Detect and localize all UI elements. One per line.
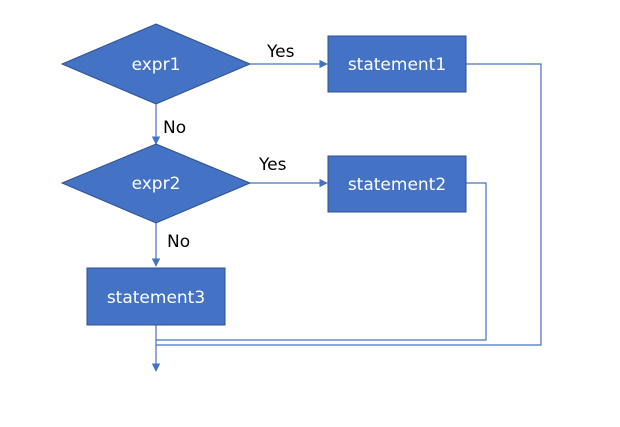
process-statement1-label: statement1 <box>348 55 446 75</box>
process-statement2-label: statement2 <box>348 175 446 195</box>
connectors <box>151 59 542 372</box>
process-statement3-label: statement3 <box>107 288 205 308</box>
edge-statement2-to-exit <box>156 182 487 341</box>
process-statement2-shape <box>327 155 467 213</box>
edge-label-expr2-no: No <box>167 232 190 252</box>
process-statement1-shape <box>327 35 467 93</box>
decision-expr2: expr2 <box>60 143 252 224</box>
decision-expr2-shape <box>60 143 252 224</box>
edge-label-expr1-yes: Yes <box>266 42 295 62</box>
decision-expr2-label: expr2 <box>132 174 181 194</box>
process-statement2: statement2 <box>327 155 467 213</box>
decision-expr1: expr1 <box>60 23 252 105</box>
decision-expr1-label: expr1 <box>132 55 181 75</box>
process-statement3: statement3 <box>86 267 226 326</box>
process-statement1: statement1 <box>327 35 467 93</box>
edge-label-expr2-yes: Yes <box>258 155 287 175</box>
edge-label-expr1-no: No <box>163 118 186 138</box>
decision-expr1-shape <box>60 23 252 105</box>
process-statement3-shape <box>86 267 226 326</box>
edge-statement1-to-exit <box>156 63 542 346</box>
